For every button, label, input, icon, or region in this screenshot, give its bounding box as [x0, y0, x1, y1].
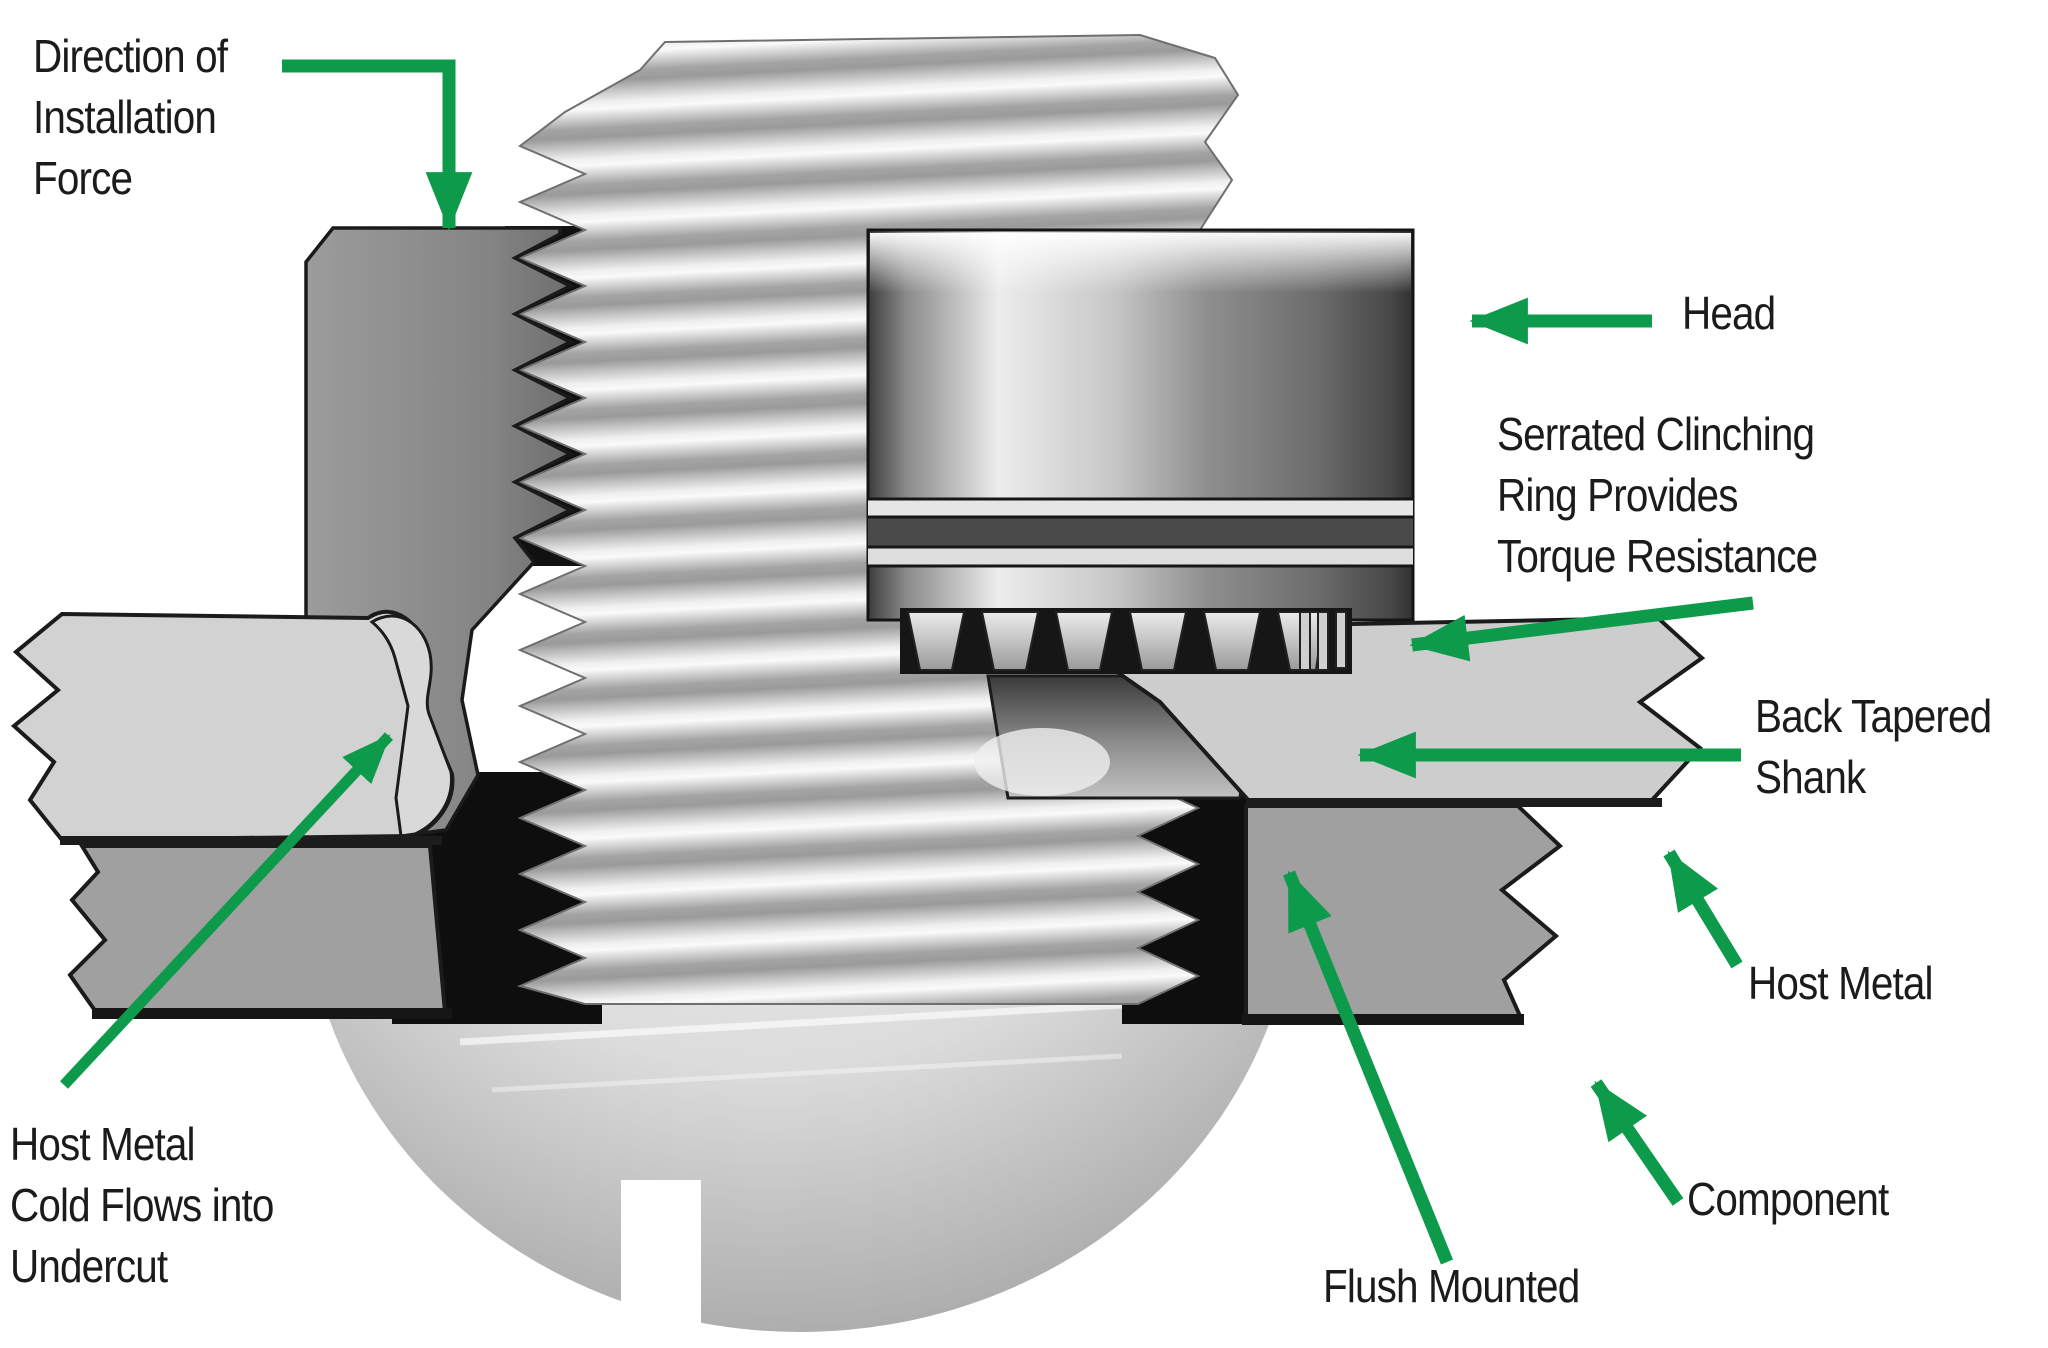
- serration-plates: [1299, 611, 1347, 671]
- label-line: Shank: [1755, 751, 1866, 803]
- cold-flow-arrow: [59, 732, 394, 1089]
- head-groove-band: [868, 548, 1413, 566]
- head-groove-band: [868, 500, 1413, 518]
- component-label: Component: [1687, 1169, 1889, 1230]
- head-groove-gap: [868, 518, 1413, 548]
- label-line: Host Metal: [10, 1118, 196, 1170]
- label-line: Torque Resistance: [1497, 530, 1818, 582]
- label-line: Flush Mounted: [1323, 1260, 1580, 1312]
- label-line: Undercut: [10, 1240, 168, 1292]
- dome-slot-notch: [621, 1180, 701, 1342]
- head-label: Head: [1682, 283, 1776, 344]
- dome-highlight-line: [491, 1053, 1123, 1093]
- serrated-clinching-ring-label: Serrated Clinching Ring Provides Torque …: [1497, 404, 1818, 587]
- head-top-highlight: [870, 233, 1411, 293]
- flush-mounted-arrow: [1282, 870, 1454, 1265]
- sheet-seam: [1246, 798, 1662, 807]
- stud-head: [866, 228, 1415, 622]
- host-metal-label: Host Metal: [1748, 953, 1934, 1014]
- label-line: Direction of: [33, 30, 228, 82]
- label-line: Serrated Clinching: [1497, 408, 1815, 460]
- sheet-seam: [60, 836, 442, 845]
- serrated-clinching-ring: [900, 608, 1352, 674]
- label-line: Force: [33, 152, 133, 204]
- back-tapered-shank-label: Back Tapered Shank: [1755, 686, 1992, 808]
- host-metal-sheet-left: [10, 609, 455, 843]
- label-line: Host Metal: [1748, 957, 1934, 1009]
- component-sheet-right: [1244, 804, 1564, 1018]
- serrated-ring-arrow: [1409, 596, 1754, 662]
- label-line: Ring Provides: [1497, 469, 1738, 521]
- label-line: Cold Flows into: [10, 1179, 274, 1231]
- dome-highlight-line: [459, 1000, 1141, 1046]
- direction-of-installation-arrow: [282, 59, 473, 231]
- label-line: Head: [1682, 287, 1776, 339]
- component-arrow: [1590, 1079, 1684, 1206]
- label-line: Installation: [33, 91, 217, 143]
- flush-mounted-label: Flush Mounted: [1323, 1256, 1580, 1317]
- label-line: Component: [1687, 1173, 1889, 1225]
- cold-flow-label: Host Metal Cold Flows into Undercut: [10, 1114, 274, 1297]
- cold-flow-lip: [369, 614, 453, 838]
- label-line: Back Tapered: [1755, 690, 1992, 742]
- sheet-seam: [1242, 1014, 1524, 1025]
- sheet-seam: [92, 1008, 452, 1019]
- shank-highlight: [974, 728, 1110, 796]
- host-metal-arrow: [1663, 849, 1743, 969]
- direction-of-installation-label: Direction of Installation Force: [33, 26, 228, 209]
